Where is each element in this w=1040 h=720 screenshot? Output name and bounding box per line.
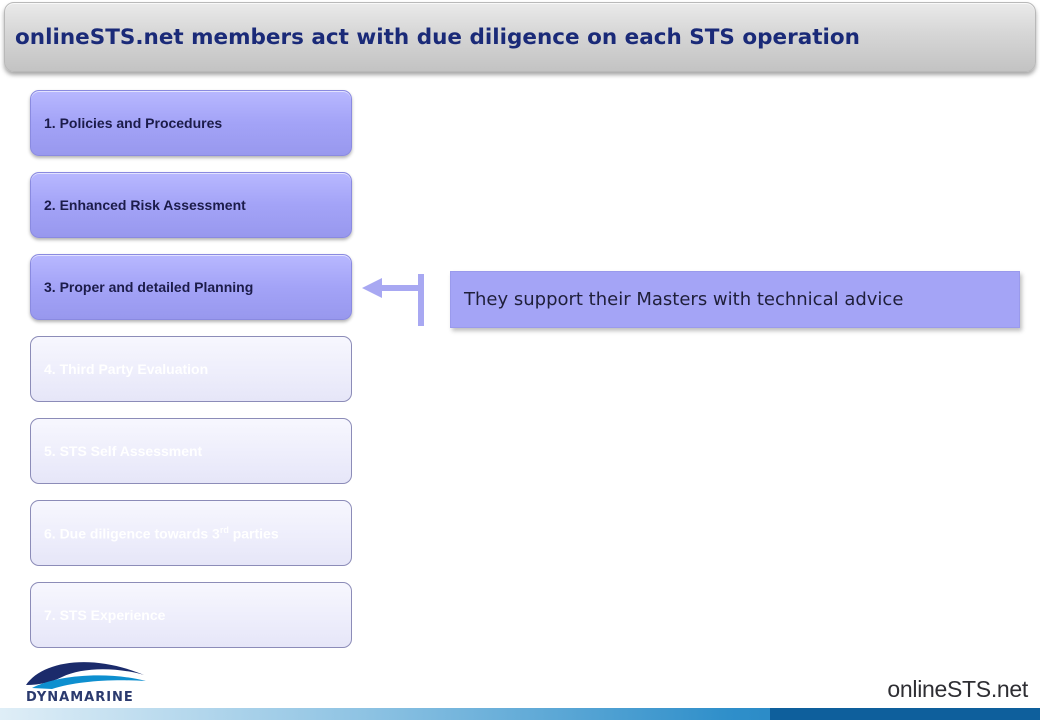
step-label: 7. STS Experience (44, 607, 166, 623)
step-label: 4. Third Party Evaluation (44, 361, 209, 377)
callout-text: They support their Masters with technica… (464, 289, 904, 310)
step-label: 2. Enhanced Risk Assessment (44, 197, 246, 213)
step-sts-self-assessment[interactable]: 5. STS Self Assessment (30, 418, 352, 484)
footer-strip-dark (770, 708, 1040, 720)
step-policies-and-procedures[interactable]: 1. Policies and Procedures (30, 90, 352, 156)
step-label: 6. Due diligence towards 3rd parties (44, 524, 279, 542)
page-title: onlineSTS.net members act with due dilig… (15, 25, 860, 50)
step-third-party-evaluation[interactable]: 4. Third Party Evaluation (30, 336, 352, 402)
dynamarine-logo (26, 662, 146, 689)
left-arrow-bracket-icon (362, 274, 424, 326)
step-label: 3. Proper and detailed Planning (44, 279, 254, 295)
step-label: 5. STS Self Assessment (44, 443, 203, 459)
step-enhanced-risk-assessment[interactable]: 2. Enhanced Risk Assessment (30, 172, 352, 238)
step-due-diligence-third-parties[interactable]: 6. Due diligence towards 3rd parties (30, 500, 352, 566)
step-label: 1. Policies and Procedures (44, 115, 223, 131)
title-bar: onlineSTS.net members act with due dilig… (4, 2, 1036, 72)
callout-box: They support their Masters with technica… (450, 271, 1020, 328)
step-proper-detailed-planning[interactable]: 3. Proper and detailed Planning (30, 254, 352, 320)
footer-strip (0, 708, 1040, 720)
onlinests-logo-text: onlineSTS.net (887, 676, 1028, 702)
step-sts-experience[interactable]: 7. STS Experience (30, 582, 352, 648)
dynamarine-logo-text: DYNAMARINE (26, 690, 134, 705)
